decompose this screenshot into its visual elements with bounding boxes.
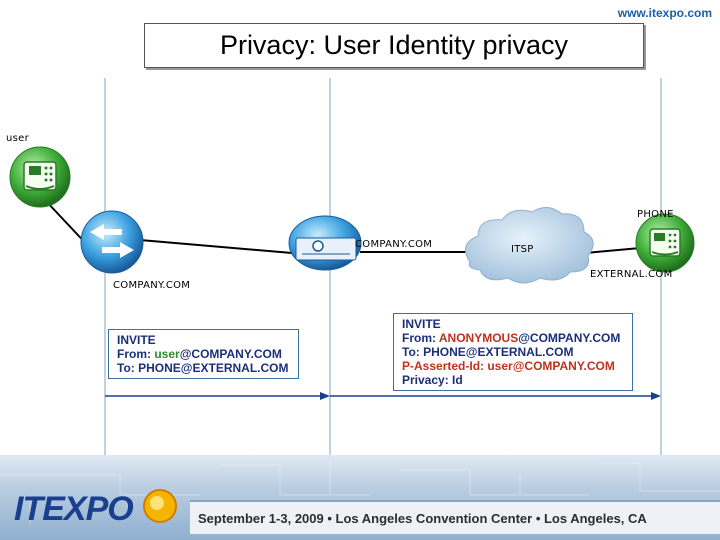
link-itsp-phone — [585, 248, 640, 253]
invite-left-from: From: user@COMPANY.COM — [117, 347, 290, 361]
gateway-icon — [289, 216, 361, 270]
label-company-gateway: COMPANY.COM — [355, 239, 432, 250]
label-external: EXTERNAL.COM — [590, 269, 673, 280]
event-details: September 1-3, 2009 • Los Angeles Conven… — [190, 500, 720, 534]
invite-right-from: From: ANONYMOUS@COMPANY.COM — [402, 331, 624, 345]
invite-left-method: INVITE — [117, 333, 290, 347]
invite-message-right: INVITE From: ANONYMOUS@COMPANY.COM To: P… — [393, 313, 633, 391]
from-user-highlight: user — [154, 347, 179, 361]
label-user: user — [6, 133, 29, 144]
link-proxy-gateway — [140, 240, 292, 253]
label-company-proxy: COMPANY.COM — [113, 280, 190, 291]
invite-left-to: To: PHONE@EXTERNAL.COM — [117, 361, 290, 375]
invite-right-privacy: Privacy: Id — [402, 373, 624, 387]
arrow-invite-left — [105, 392, 330, 400]
proxy-router-icon — [81, 211, 143, 273]
itexpo-sun-icon — [140, 486, 180, 526]
itexpo-logo: ITEXPO — [14, 490, 133, 529]
invite-right-asserted-id: P-Asserted-Id: user@COMPANY.COM — [402, 359, 624, 373]
arrow-invite-right — [330, 392, 661, 400]
label-phone: PHONE — [637, 209, 674, 220]
invite-right-method: INVITE — [402, 317, 624, 331]
user-phone-icon — [10, 147, 70, 207]
from-anonymous-highlight: ANONYMOUS — [439, 331, 518, 345]
label-itsp: ITSP — [511, 244, 534, 255]
invite-message-left: INVITE From: user@COMPANY.COM To: PHONE@… — [108, 329, 299, 379]
invite-right-to: To: PHONE@EXTERNAL.COM — [402, 345, 624, 359]
external-phone-icon — [636, 214, 694, 272]
